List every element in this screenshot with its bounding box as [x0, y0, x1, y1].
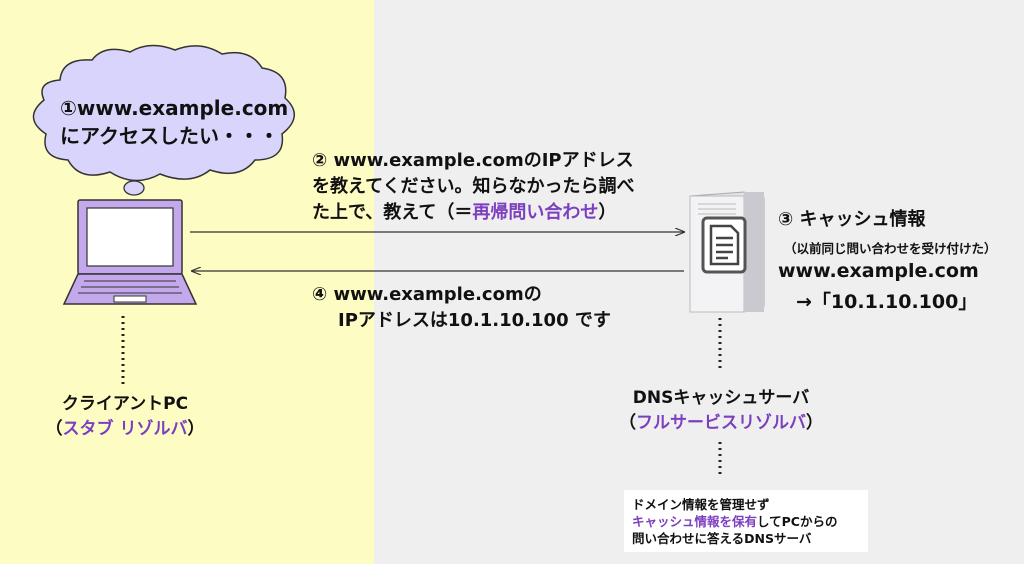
note-line-2-rest: してPCからの — [757, 514, 838, 529]
note-line-2: キャッシュ情報を保有してPCからの — [632, 513, 860, 530]
cache-title: ③ キャッシュ情報 — [778, 209, 926, 230]
response-line-1: ④ www.example.comの — [312, 284, 542, 305]
response-message: ④ www.example.comの IPアドレスは10.1.10.100 です — [312, 282, 611, 334]
server-name: DNSキャッシュサーバ — [632, 388, 810, 408]
recursive-query-term: 再帰問い合わせ — [472, 202, 599, 223]
note-line-1: ドメイン情報を管理せず — [632, 497, 770, 512]
request-line-2: を教えてください。知らなかったら調べ — [312, 176, 635, 197]
response-line-2: IPアドレスは10.1.10.100 です — [338, 310, 611, 331]
cloud-text: ①www.example.com にアクセスしたい・・・ — [60, 94, 289, 150]
cloud-line-2: にアクセスしたい・・・ — [60, 124, 279, 148]
server-label: DNSキャッシュサーバ （フルサービスリゾルバ） — [616, 386, 826, 436]
cache-domain: www.example.com — [778, 260, 979, 282]
request-line-3: た上で、教えて（＝再帰問い合わせ） — [312, 200, 635, 226]
client-role: （スタブ リゾルバ） — [40, 417, 210, 442]
cloud-line-1: ①www.example.com — [60, 96, 289, 120]
server-icon — [689, 191, 765, 313]
server-role-open: （ — [619, 413, 636, 433]
request-line-1: ② www.example.comのIPアドレス — [312, 150, 634, 171]
note-line-3: 問い合わせに答えるDNSサーバ — [632, 531, 812, 546]
cache-subtitle: （以前同じ問い合わせを受け付けた） — [784, 241, 997, 256]
stub-resolver-term: スタブ リゾルバ — [62, 419, 188, 439]
request-line-3-prefix: た上で、教えて（＝ — [312, 202, 473, 223]
client-role-close: ） — [187, 419, 205, 439]
request-line-3-suffix: ） — [598, 202, 617, 223]
request-message: ② www.example.comのIPアドレス を教えてください。知らなかった… — [312, 148, 635, 226]
client-name: クライアントPC — [61, 394, 189, 414]
server-role: （フルサービスリゾルバ） — [616, 411, 826, 436]
laptop-icon — [62, 199, 198, 305]
client-label: クライアントPC （スタブ リゾルバ） — [40, 392, 210, 442]
server-description-note: ドメイン情報を管理せず キャッシュ情報を保有してPCからの 問い合わせに答えるD… — [624, 490, 868, 552]
document-icon — [709, 224, 740, 266]
cache-info-term: キャッシュ情報を保有 — [632, 514, 758, 529]
cache-ip: →「10.1.10.100」 — [796, 291, 978, 313]
client-role-open: （ — [45, 419, 63, 439]
full-service-resolver-term: フルサービスリゾルバ — [636, 413, 806, 433]
server-role-close: ） — [806, 413, 823, 433]
